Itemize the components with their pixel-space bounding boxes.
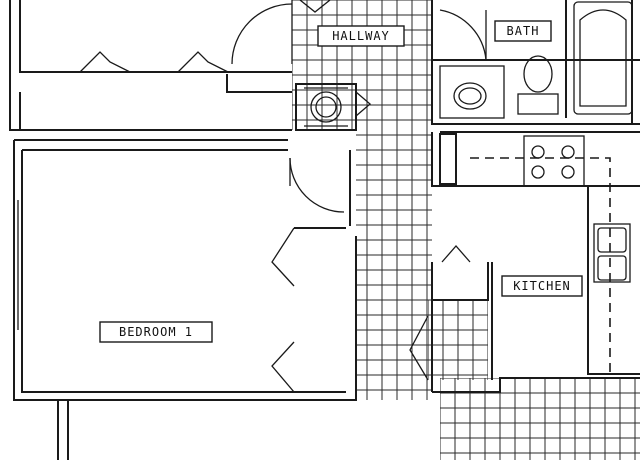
label-hallway: HALLWAY bbox=[317, 25, 405, 47]
bedroom-closet-door-lower bbox=[271, 341, 295, 393]
label-bath: BATH bbox=[494, 20, 552, 42]
bathroom bbox=[431, 0, 640, 125]
utility-closet bbox=[295, 83, 371, 131]
hallway-tile-floor bbox=[292, 0, 432, 400]
top-closet bbox=[9, 0, 292, 131]
label-bedroom: BEDROOM 1 bbox=[99, 321, 213, 343]
bedroom-label: BEDROOM 1 bbox=[119, 325, 193, 339]
kitchen bbox=[409, 131, 640, 393]
hallway-label: HALLWAY bbox=[332, 29, 390, 43]
bathtub bbox=[573, 1, 633, 115]
bedroom-door bbox=[289, 157, 345, 213]
bath-sink bbox=[453, 82, 487, 110]
closet-tile-floor bbox=[428, 300, 488, 380]
bifold-door-left bbox=[79, 51, 131, 73]
bifold-door-right bbox=[177, 51, 229, 73]
bath-sink-vanity bbox=[439, 65, 505, 119]
toilet bbox=[523, 55, 553, 93]
bedroom-closet-door-upper bbox=[271, 227, 295, 287]
bath-label: BATH bbox=[507, 24, 540, 38]
kitchen-double-sink bbox=[593, 223, 631, 283]
upper-cabinets-top bbox=[470, 157, 611, 372]
kitchen-range bbox=[523, 135, 585, 187]
label-kitchen: KITCHEN bbox=[501, 275, 583, 297]
bedroom-1 bbox=[13, 139, 357, 460]
kitchen-bottom-tile-floor bbox=[440, 378, 640, 460]
hallway-top-doors bbox=[231, 0, 487, 65]
kitchen-label: KITCHEN bbox=[513, 279, 571, 293]
